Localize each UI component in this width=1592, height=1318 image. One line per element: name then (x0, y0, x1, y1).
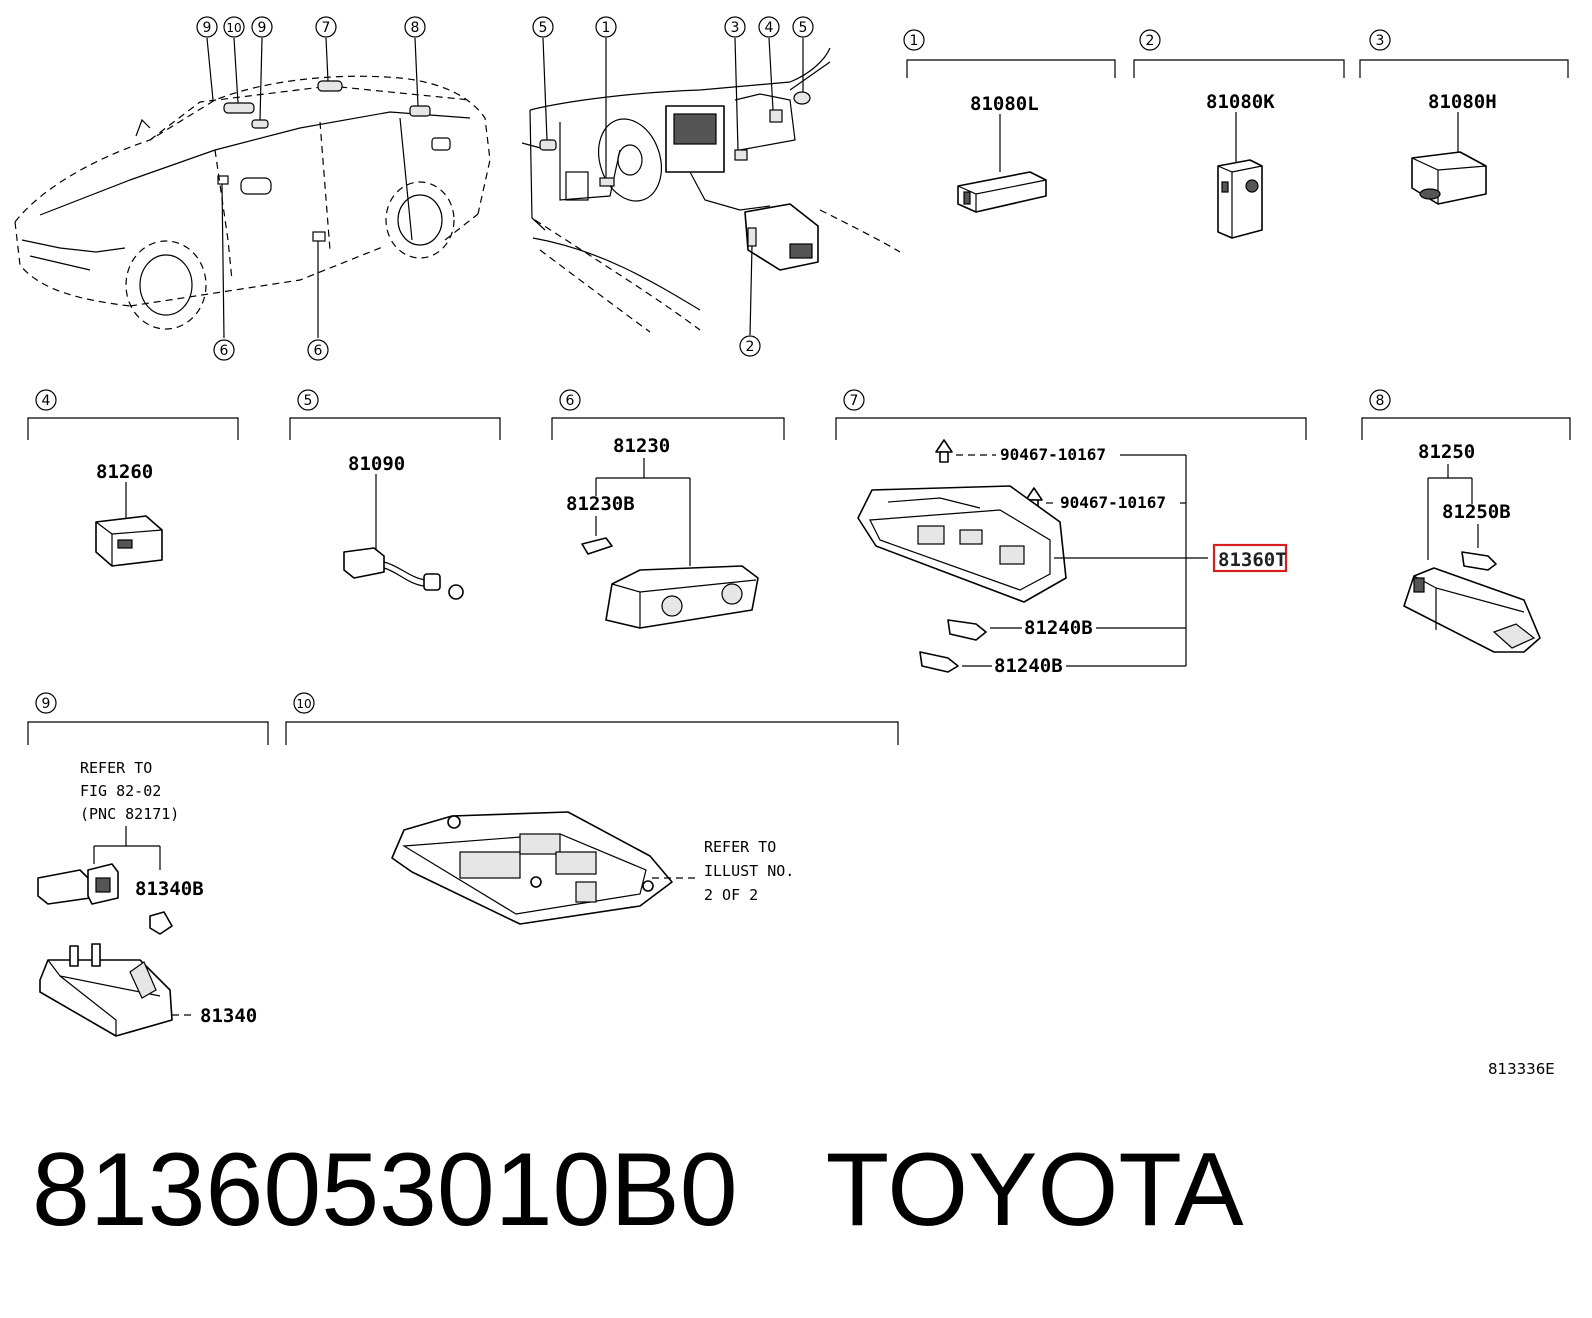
group-8-number: 8 (1376, 393, 1385, 409)
bulb-81230B-icon (581, 537, 613, 555)
group-5-number: 5 (304, 393, 313, 409)
footer-brand: TOYOTA (825, 1132, 1244, 1248)
callout-5: 5 (799, 20, 808, 36)
callout-9: 9 (258, 20, 267, 36)
callout-1: 1 (602, 20, 611, 36)
lamp-81230-icon (605, 565, 759, 629)
footer-part-number: 8136053010B0 (32, 1132, 738, 1248)
group-4: 4 81260 (27, 389, 239, 567)
callout-6: 6 (314, 343, 323, 359)
bulb-81340B-icon (149, 911, 173, 935)
part-label-81080H: 81080H (1428, 91, 1497, 113)
callout-2: 2 (746, 339, 755, 355)
bulb-81250B-icon (1461, 551, 1497, 571)
part-label-81340: 81340 (200, 1005, 257, 1027)
map-lamp-81360T-icon (857, 485, 1067, 603)
group-6: 6 81230 81230B (551, 389, 785, 629)
part-label-81090: 81090 (348, 453, 405, 475)
group-4-number: 4 (42, 393, 51, 409)
group-8: 8 81250 81250B (1361, 389, 1571, 653)
callout-8: 8 (411, 20, 420, 36)
highlight-box (1212, 543, 1288, 573)
part-label-90467-10167-b: 90467-10167 (1060, 493, 1166, 512)
car-exterior-illustration (14, 37, 491, 339)
callout-10: 10 (226, 21, 241, 35)
group-3: 3 81080H (1359, 29, 1569, 205)
group-5: 5 81090 (289, 389, 501, 600)
group-7-number: 7 (850, 393, 859, 409)
part-label-81360T: 81360T (1218, 549, 1287, 571)
sensor-81080K-icon (1217, 159, 1263, 239)
group-1-number: 1 (910, 33, 919, 49)
group-9-number: 9 (42, 696, 51, 712)
callout-7: 7 (322, 20, 331, 36)
group-7: 7 90467-10167 90467-10167 81360T 81240B (835, 389, 1307, 677)
callout-6: 6 (220, 343, 229, 359)
group-1: 1 81080L (903, 29, 1116, 213)
lamp-81340-icon (39, 943, 173, 1037)
group-6-number: 6 (566, 393, 575, 409)
overhead-console-icon (391, 811, 673, 925)
part-label-81080K: 81080K (1206, 91, 1275, 113)
group-3-number: 3 (1376, 33, 1385, 49)
dashboard-interior-illustration (521, 37, 901, 336)
lamp-81260-icon (95, 515, 163, 567)
part-label-81230B: 81230B (566, 493, 635, 515)
group-2-number: 2 (1146, 33, 1155, 49)
part-label-81080L: 81080L (970, 93, 1039, 115)
car-callouts: 9 10 9 7 8 6 6 (196, 16, 426, 361)
note-refer-illust-line-2: ILLUST NO. (704, 862, 794, 880)
part-label-90467-10167-a: 90467-10167 (1000, 445, 1106, 464)
bulb-81240B-icon (919, 619, 987, 673)
note-refer-illust-line-3: 2 OF 2 (704, 886, 758, 904)
note-refer-fig-line-3: (PNC 82171) (80, 805, 179, 823)
sensor-81080H-icon (1411, 151, 1487, 205)
group-10-number: 10 (296, 697, 311, 711)
part-label-81250: 81250 (1418, 441, 1475, 463)
callout-4: 4 (765, 20, 774, 36)
dashboard-callouts: 5 1 3 4 5 2 (532, 16, 814, 357)
callout-5: 5 (539, 20, 548, 36)
figure-code: 813336E (1488, 1060, 1555, 1078)
switch-81080L-icon (957, 171, 1047, 213)
note-refer-illust-line-1: REFER TO (704, 838, 776, 856)
part-label-81240B-a: 81240B (1024, 617, 1093, 639)
callout-9: 9 (203, 20, 212, 36)
note-refer-fig-line-2: FIG 82-02 (80, 782, 161, 800)
switch-82171-icon (37, 863, 119, 905)
part-label-81340B: 81340B (135, 878, 204, 900)
group-9: 9 REFER TO FIG 82-02 (PNC 82171) 81340B … (27, 692, 269, 1037)
part-label-81230: 81230 (613, 435, 670, 457)
lamp-81090-icon (343, 547, 464, 600)
part-label-81240B-b: 81240B (994, 655, 1063, 677)
part-label-81260: 81260 (96, 461, 153, 483)
group-2: 2 81080K (1133, 29, 1345, 239)
part-label-81250B: 81250B (1442, 501, 1511, 523)
group-10: 10 REFER TO ILLUST NO. 2 OF 2 (285, 692, 899, 925)
note-refer-fig-line-1: REFER TO (80, 759, 152, 777)
callout-3: 3 (731, 20, 740, 36)
lamp-81250-icon (1403, 567, 1541, 653)
